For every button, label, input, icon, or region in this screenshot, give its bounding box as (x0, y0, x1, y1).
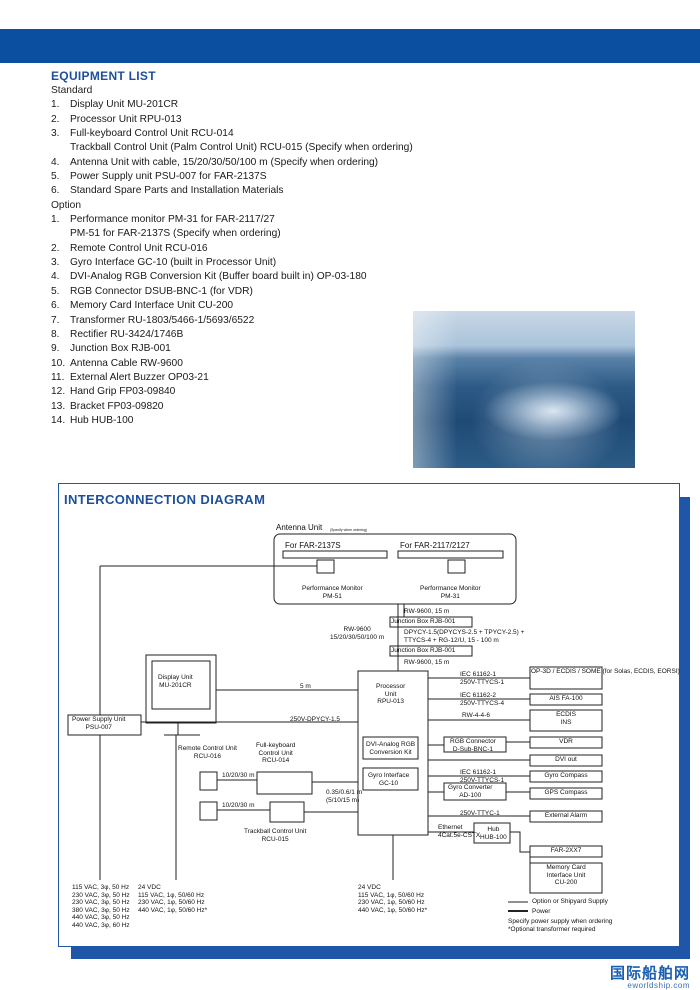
right-box-label: Gyro Compass (531, 772, 601, 780)
watermark-cn: 国际船舶网 (610, 962, 690, 983)
psu-cable-label: 250V-DPYCY-1.5 (290, 716, 340, 724)
right-cable-label: Ethernet4Cat.5e-CSTX (438, 824, 480, 839)
junction-cable-label: DPYCY-1.5(DPYCYS-2.5 + TPYCY-2.5) +TTYCS… (404, 629, 524, 644)
remote-2-icon (200, 802, 217, 820)
fullkb-icon (257, 772, 312, 794)
antenna-2137s-icon (283, 551, 387, 558)
right-box-label: OP-3D / ECDIS / SOME (for Solas, ECDIS, … (531, 668, 601, 676)
length-c-label: 0.35/0.6/1 m(5/10/15 m) (326, 789, 362, 804)
rw9600-top-label: RW-9600, 15 m (404, 608, 449, 616)
right-cable-label: IEC 61162-2250V-TTYCS-4 (460, 692, 504, 707)
power-mid-label: 24 VDC115 VAC, 1φ, 50/60 Hz230 VAC, 1φ, … (138, 884, 207, 914)
right-box-label: VDR (531, 738, 601, 746)
legend-note-label: Specify power supply when ordering*Optio… (508, 918, 612, 933)
pm51-icon (317, 560, 334, 573)
dvi-kit-label: DVI-Analog RGBConversion Kit (366, 741, 415, 756)
legend-power-label: Power (532, 908, 550, 916)
for-2137s-label: For FAR-2137S (285, 542, 341, 550)
five-m-label: 5 m (300, 683, 311, 691)
for-2117-label: For FAR-2117/2127 (400, 542, 470, 550)
rw9600-bottom-label: RW-9600, 15 m (404, 659, 449, 667)
pm31-icon (448, 560, 465, 573)
right-box-label: DVI out (531, 756, 601, 764)
right-box-label: Memory CardInterface UnitCU-200 (531, 864, 601, 887)
right-cable-label: 250V-TTYC-1 (460, 810, 500, 818)
display-unit-outline (146, 655, 216, 723)
antenna-2117-icon (398, 551, 503, 558)
length-a-label: 10/20/30 m (222, 772, 255, 780)
antenna-unit-label: Antenna Unit (276, 524, 322, 532)
antenna-unit-note: (Specify when ordering) (330, 527, 367, 535)
junction-box-2-label: Junction Box RJB-001 (391, 647, 455, 655)
rgb-connector-label: RGB ConnectorD-Sub-BNC-1 (450, 738, 496, 753)
fullkb-label: Full-keyboardControl UnitRCU-014 (256, 742, 295, 765)
watermark: 国际船舶网 eworldship.com (610, 962, 690, 990)
legend-option-label: Option or Shipyard Supply (532, 898, 608, 906)
remote-1-icon (200, 772, 217, 790)
junction-box-1-label: Junction Box RJB-001 (391, 618, 455, 626)
right-box-label: External Alarm (531, 812, 601, 820)
right-box-label: AIS FA-100 (531, 695, 601, 703)
right-cable-label: RW-4-4-6 (462, 712, 490, 720)
trackball-icon (270, 802, 304, 822)
pm31-label: Performance MonitorPM-31 (420, 585, 481, 600)
right-box-label: GPS Compass (531, 789, 601, 797)
remote-control-label: Remote Control UnitRCU-016 (178, 745, 237, 760)
length-b-label: 10/20/30 m (222, 802, 255, 810)
right-box-label: FAR-2XX7 (531, 847, 601, 855)
